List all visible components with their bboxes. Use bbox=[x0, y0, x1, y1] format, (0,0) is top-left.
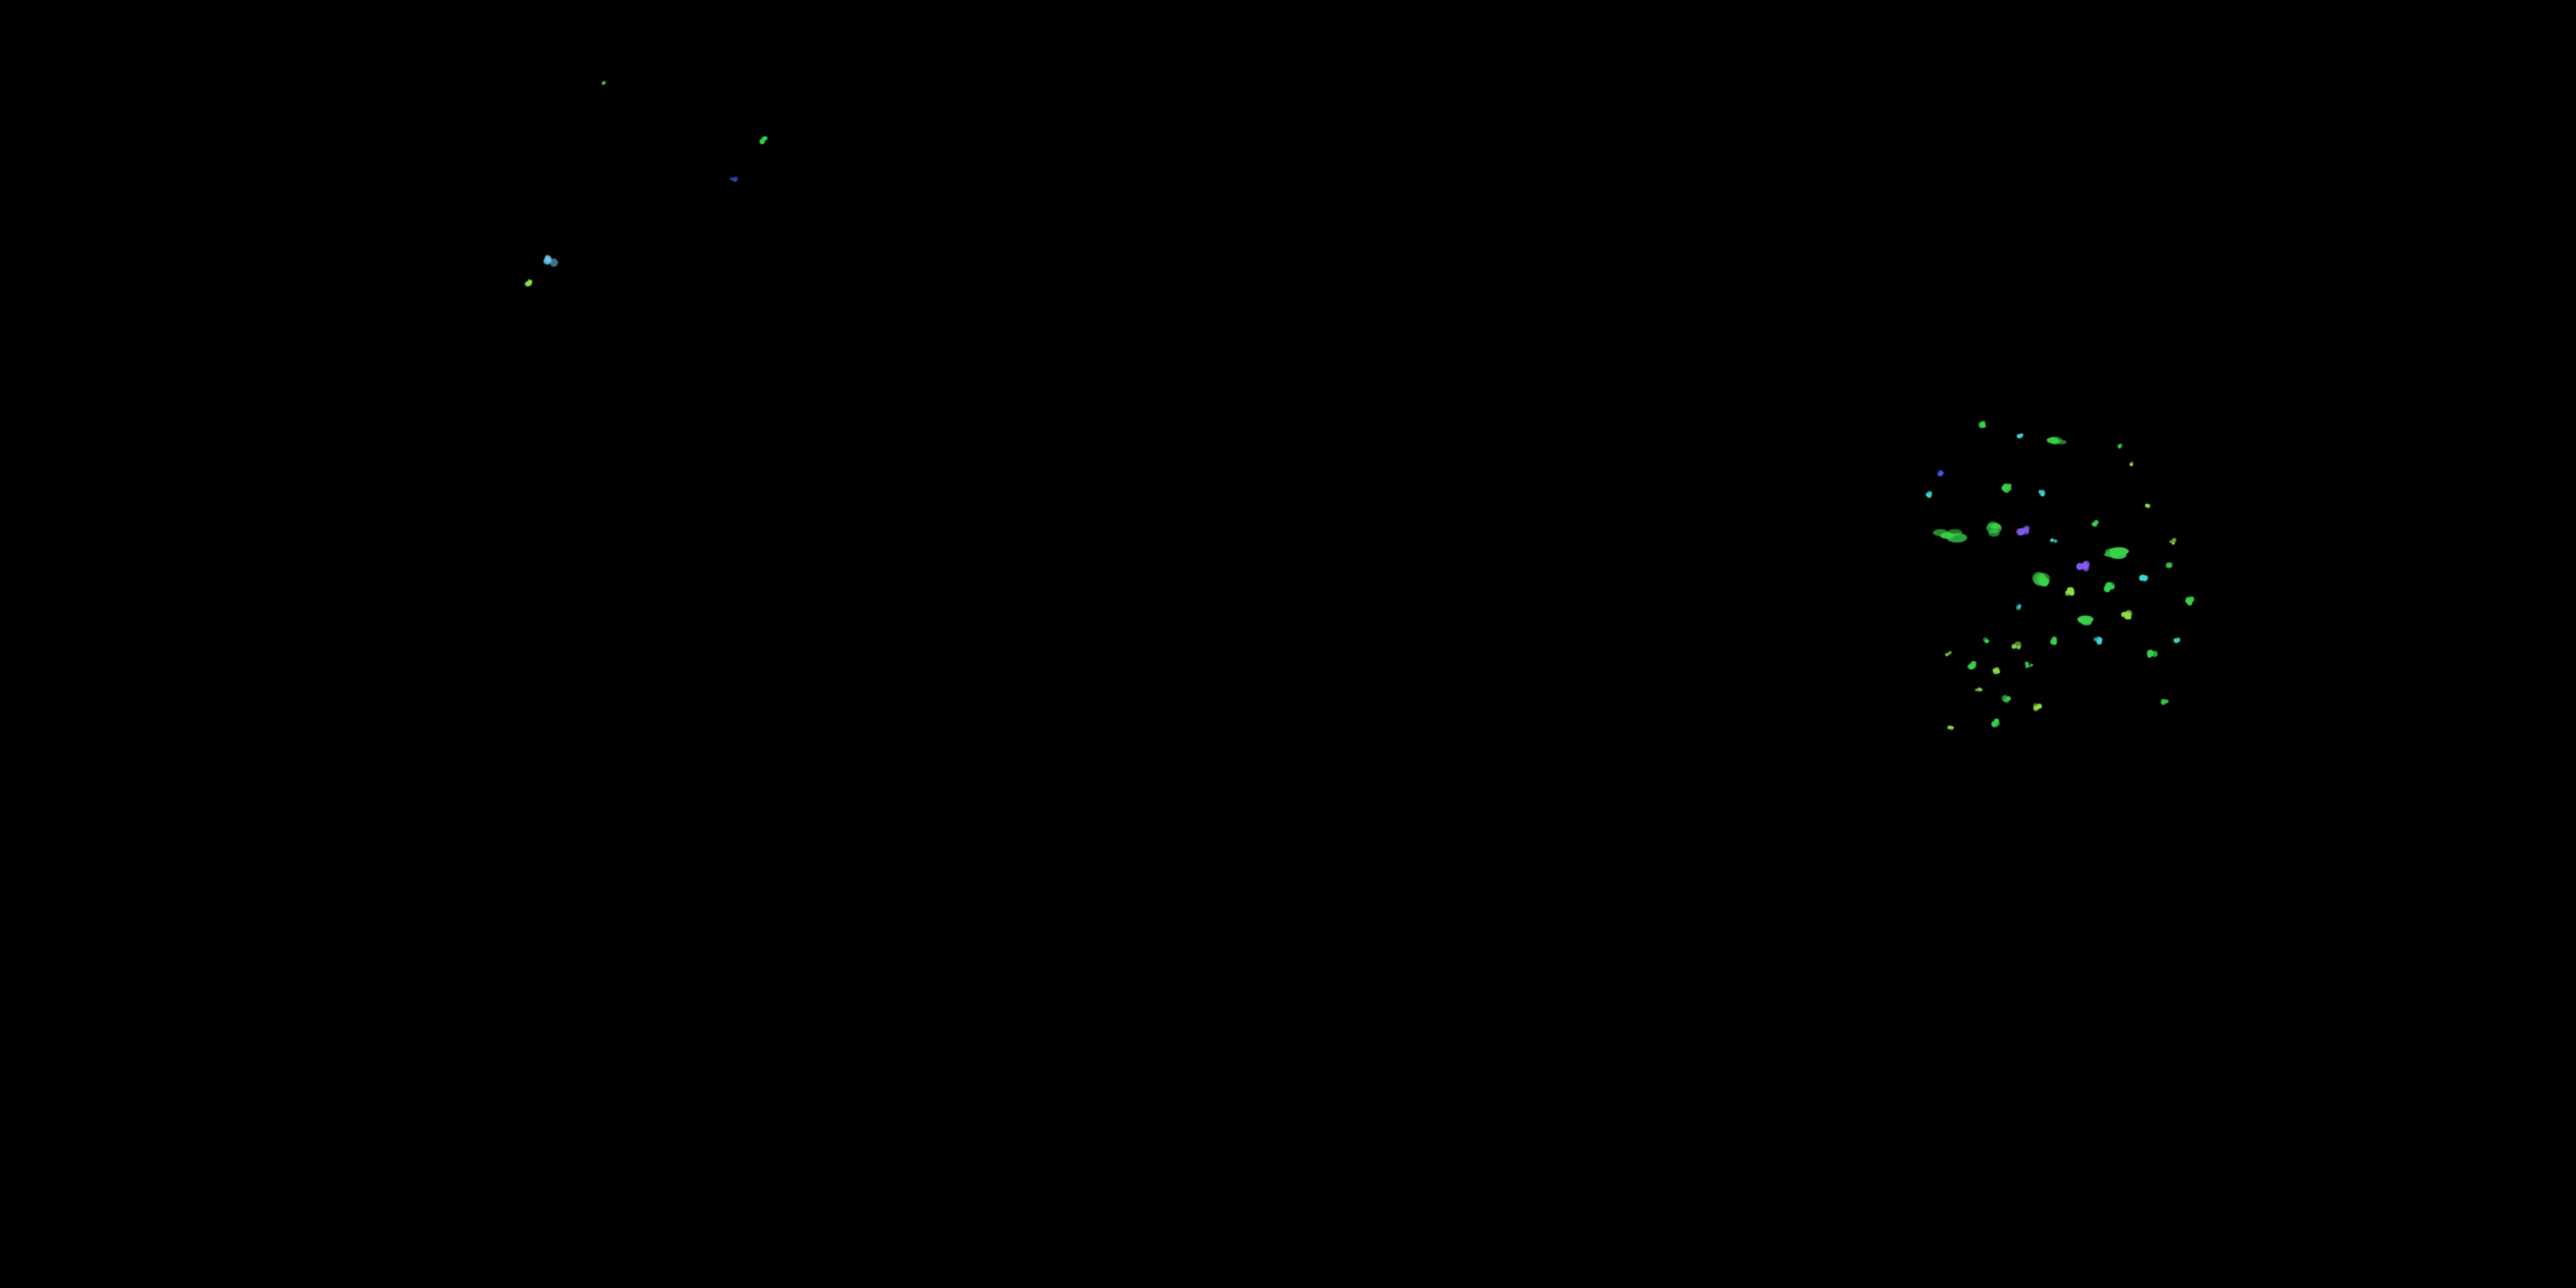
dark-field-image bbox=[0, 0, 2576, 1288]
speckle-canvas bbox=[0, 0, 2576, 1288]
